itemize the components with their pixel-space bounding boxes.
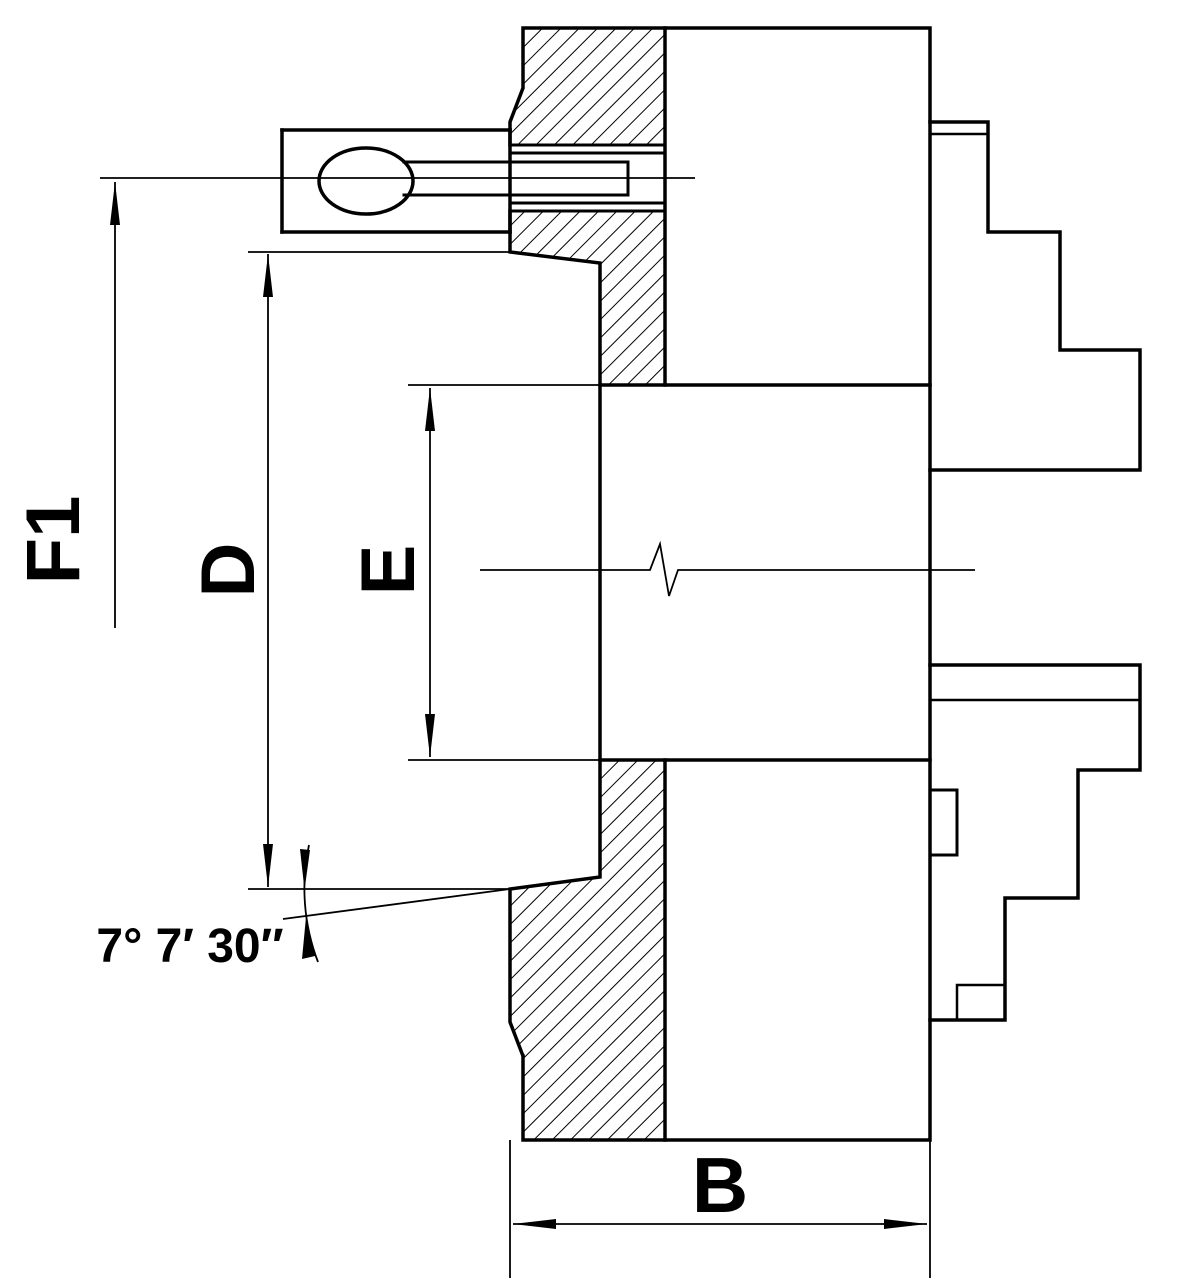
angle-arrow-bottom	[302, 917, 315, 959]
label-e: E	[346, 545, 431, 596]
axis-centerline	[480, 540, 975, 597]
handle-eye-hole	[317, 146, 415, 216]
body-outer-edge	[508, 26, 932, 1142]
dimension-b	[509, 1140, 931, 1278]
bottom-jaw-outline	[928, 663, 1142, 1022]
stud-slot	[402, 143, 667, 213]
label-taper-angle: 7° 7′ 30″	[96, 920, 283, 973]
hatch-region-top	[510, 28, 665, 145]
dimension-taper-angle	[282, 844, 511, 963]
bottom-jaw-base-step	[955, 983, 1007, 1022]
centerlines	[100, 177, 975, 597]
label-d: D	[186, 543, 271, 598]
top-jaw-outline	[928, 120, 1142, 472]
dimension-labels: F1 D E B 7° 7′ 30″	[11, 496, 748, 1229]
dimension-e	[408, 384, 600, 761]
section-hatching	[510, 28, 665, 1140]
hatch-region-upper-middle	[510, 211, 665, 385]
dimension-d	[248, 251, 513, 890]
angle-slant-extension	[282, 888, 511, 920]
label-f1: F1	[11, 496, 96, 585]
hatch-region-bottom	[510, 760, 665, 1140]
dimensions	[110, 182, 931, 1278]
chuck-jaws	[928, 120, 1142, 1022]
angle-arrow-top	[300, 849, 310, 890]
key-handle	[280, 128, 512, 234]
label-b: B	[692, 1141, 748, 1229]
bottom-jaw-slot-notch	[928, 788, 959, 857]
